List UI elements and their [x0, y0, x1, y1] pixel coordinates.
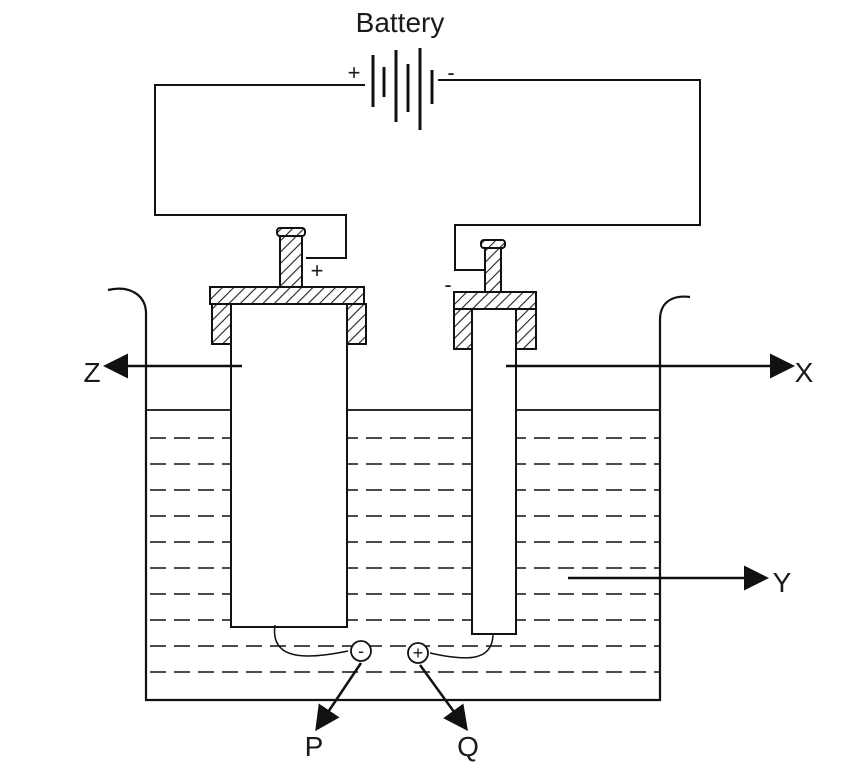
battery-label: Battery — [356, 7, 445, 38]
x-label: X — [795, 357, 814, 388]
electrolyte-lines — [150, 437, 660, 673]
q-arrow — [418, 664, 468, 732]
circuit-wires — [154, 79, 701, 271]
left-electrode — [209, 227, 367, 628]
q-label: Q — [457, 731, 479, 762]
p-label: P — [305, 731, 324, 762]
left-terminal-sign: + — [311, 258, 324, 283]
battery-symbol — [371, 48, 434, 130]
positive-ion-path — [429, 634, 494, 659]
y-label: Y — [773, 567, 792, 598]
p-arrow — [315, 662, 363, 732]
beaker — [107, 287, 691, 702]
negative-ion: - — [350, 640, 372, 662]
negative-ion-symbol: - — [358, 641, 364, 661]
positive-ion-symbol: + — [413, 643, 424, 663]
battery-negative-sign: - — [447, 60, 454, 85]
right-terminal-sign: - — [444, 272, 451, 297]
z-label: Z — [83, 357, 100, 388]
right-electrode — [453, 239, 537, 635]
negative-ion-path — [273, 624, 349, 657]
battery-positive-sign: + — [348, 60, 361, 85]
positive-ion: + — [407, 642, 429, 664]
